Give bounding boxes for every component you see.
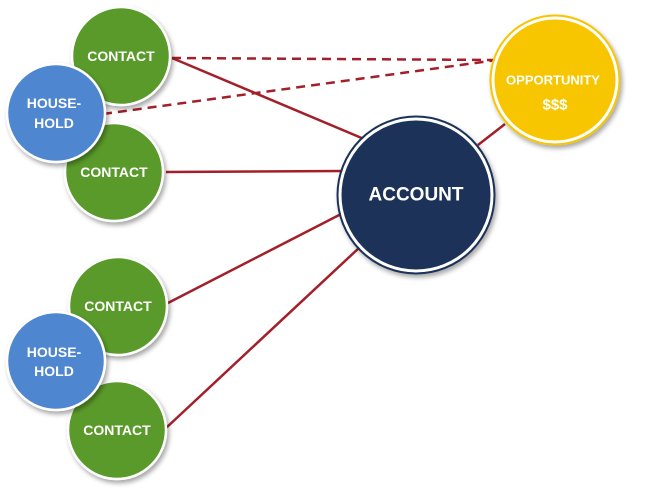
dashed-link-household1-opportunity [102,58,498,116]
contact-node-4-label: CONTACT [83,422,151,438]
contact-node-2-label: CONTACT [80,164,148,180]
household-node-1-line1: HOUSE- [27,95,82,111]
household-node-2-line2: HOLD [34,363,74,379]
opportunity-node-amount: $$$ [542,97,568,114]
contact-node-1-label: CONTACT [87,48,155,64]
contact-node-1[interactable]: CONTACT [70,5,172,107]
household-node-2-line1: HOUSE- [27,344,82,360]
connector-lines [102,56,506,429]
household-node-2[interactable]: HOUSE- HOLD [5,310,107,412]
opportunity-node-title: OPPORTUNITY [506,73,600,88]
link-account-opportunity [477,123,506,146]
opportunity-node[interactable]: OPPORTUNITY $$$ [489,14,621,146]
link-contact1-account [171,56,365,141]
account-node[interactable]: ACCOUNT [336,115,496,275]
link-contact2-account [165,169,344,174]
household-node-1-line2: HOLD [34,115,74,131]
account-node-label: ACCOUNT [369,185,464,206]
contact-node-3-label: CONTACT [84,298,152,314]
dashed-link-contact1-opportunity [171,56,498,62]
link-contact3-account [165,210,346,306]
contact-node-4[interactable]: CONTACT [66,379,168,481]
household-node-1[interactable]: HOUSE- HOLD [5,62,107,164]
link-contact4-account [165,246,361,429]
